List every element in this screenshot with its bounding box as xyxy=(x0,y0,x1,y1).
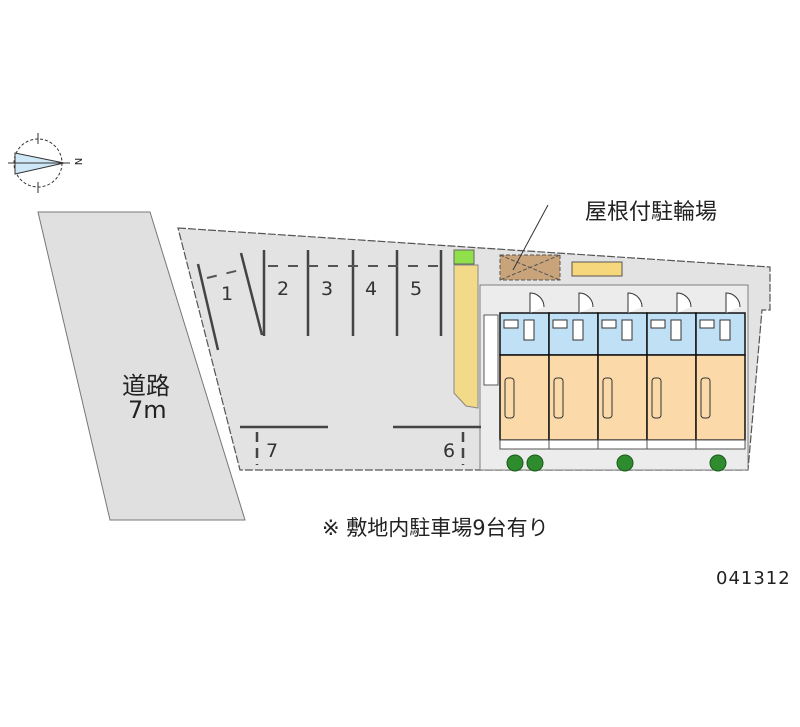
unit-balcony xyxy=(499,439,550,450)
stairs xyxy=(483,314,499,386)
kitchen-icon xyxy=(699,319,715,329)
tree-icon xyxy=(709,454,727,472)
bed-icon xyxy=(553,377,564,419)
bed-icon xyxy=(700,377,711,419)
planter xyxy=(453,249,475,265)
parking-note: ※ 敷地内駐車場9台有り xyxy=(322,516,549,540)
unit-balcony xyxy=(695,439,746,450)
door-icon xyxy=(676,292,692,313)
tree-icon xyxy=(526,454,544,472)
unit-balcony xyxy=(548,439,599,450)
bath-icon xyxy=(523,319,535,341)
door-icon xyxy=(627,292,643,313)
apartment-units xyxy=(499,292,746,450)
parking-slot-6: 6 xyxy=(443,440,456,462)
compass-icon xyxy=(8,133,70,193)
kitchen-icon xyxy=(601,319,617,329)
bath-icon xyxy=(670,319,682,341)
unit-room xyxy=(695,354,746,441)
trees xyxy=(506,454,727,472)
kitchen-icon xyxy=(552,319,568,329)
unit-room xyxy=(597,354,648,441)
parking-lines xyxy=(196,250,481,465)
north-label: N xyxy=(72,157,84,166)
parking-slot-4: 4 xyxy=(365,278,378,300)
bed-icon xyxy=(651,377,662,419)
paving-strip xyxy=(453,264,479,409)
unit-balcony xyxy=(646,439,697,450)
unit-room xyxy=(548,354,599,441)
parking-slot-2: 2 xyxy=(277,278,290,300)
unit-balcony xyxy=(597,439,648,450)
bed-icon xyxy=(504,377,515,419)
tree-icon xyxy=(616,454,634,472)
road-name: 道路 xyxy=(122,372,170,400)
parking-slot-5: 5 xyxy=(410,278,423,300)
door-icon xyxy=(529,292,545,313)
road-width: 7m xyxy=(128,396,167,424)
bath-icon xyxy=(621,319,633,341)
unit-room xyxy=(499,354,550,441)
parking-slot-3: 3 xyxy=(321,278,334,300)
bed-icon xyxy=(602,377,613,419)
bike-rack xyxy=(571,261,623,277)
unit-room xyxy=(646,354,697,441)
bike-parking-label: 屋根付駐輪場 xyxy=(585,200,718,225)
kitchen-icon xyxy=(503,319,519,329)
bath-icon xyxy=(572,319,584,341)
parking-slot-1: 1 xyxy=(221,283,234,305)
door-icon xyxy=(725,292,741,313)
road xyxy=(37,211,246,521)
door-icon xyxy=(578,292,594,313)
property-code: 041312 xyxy=(716,568,791,589)
bath-icon xyxy=(719,319,731,341)
kitchen-icon xyxy=(650,319,666,329)
parking-slot-7: 7 xyxy=(266,440,279,462)
tree-icon xyxy=(506,454,524,472)
